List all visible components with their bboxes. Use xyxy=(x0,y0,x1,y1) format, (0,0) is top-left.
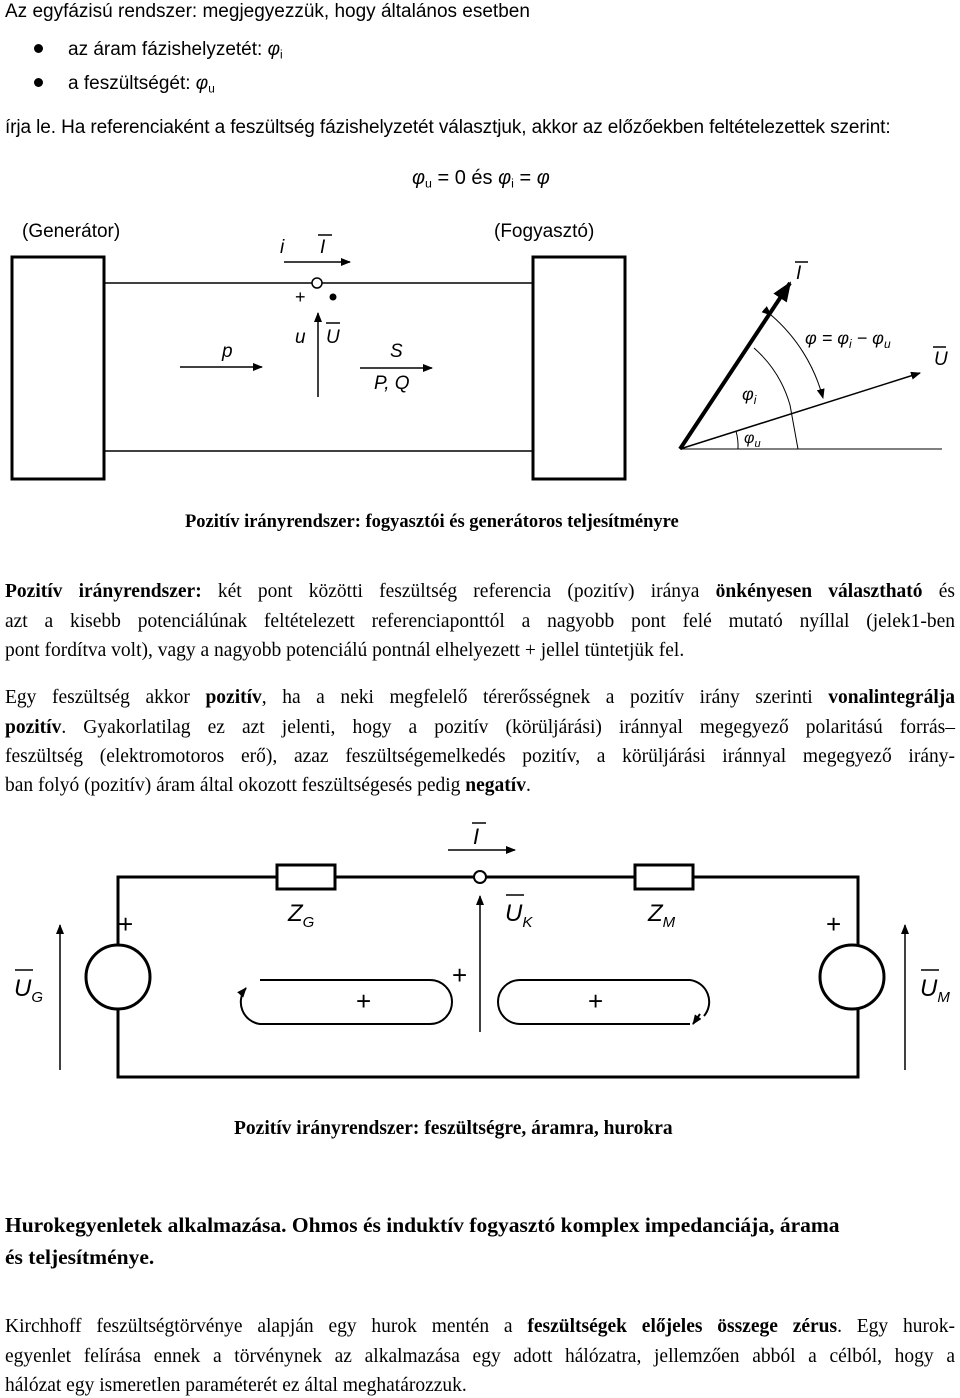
node-dot xyxy=(329,293,337,301)
phi-formula: φ = φi − φu xyxy=(805,328,891,351)
intro-line: Az egyfázisú rendszer: megjegyezzük, hog… xyxy=(5,1,530,22)
paragraph-line: Egy feszültség akkor pozitív, ha a neki … xyxy=(5,686,955,708)
current-i-label: i xyxy=(280,237,285,258)
loop-circuit-figure: I ZG ZM UK UG UM + + + + + xyxy=(14,822,950,1079)
bullet-dot xyxy=(34,44,43,53)
phi-u-arc xyxy=(735,430,739,450)
power-direction-figure: (Generátor) (Fogyasztó) i I + u U p S P,… xyxy=(10,221,948,481)
node-terminal xyxy=(473,870,487,884)
phasor-I-label: I xyxy=(796,263,802,284)
bullet-item: a feszültségét: φu xyxy=(68,73,215,96)
ZM-label: ZM xyxy=(647,900,676,931)
generator-source xyxy=(84,943,152,1011)
plus-sign: + xyxy=(356,986,371,1016)
voltage-U-label: U xyxy=(326,327,340,348)
node-terminal xyxy=(311,277,323,289)
ZG-label: ZG xyxy=(287,900,315,931)
generator-label: (Generátor) xyxy=(22,221,120,242)
circuit-loop xyxy=(116,875,860,1079)
bullet-dot xyxy=(34,78,43,87)
bullet-item: az áram fázishelyzetét: φi xyxy=(68,39,283,62)
plus-sign: + xyxy=(826,909,841,939)
phi-u-label: φu xyxy=(744,430,761,450)
paragraph-line: azt a kisebb potenciálúnak feltételezett… xyxy=(5,610,955,632)
paragraph-line: hálózat egy ismeretlen paraméterét ez ál… xyxy=(5,1374,467,1396)
phasor-U xyxy=(679,371,921,450)
paragraph-line: feszültség (elektromotoros erő), azaz fe… xyxy=(5,745,955,767)
plus-sign: + xyxy=(588,986,603,1016)
phi-i-label: φi xyxy=(742,384,757,407)
UM-label: UM xyxy=(920,975,950,1006)
paragraph-line: ban folyó (pozitív) áram által okozott f… xyxy=(5,774,531,796)
S-label: S xyxy=(390,341,403,362)
formula: φu = 0 és φi = φ xyxy=(412,167,550,191)
paragraph-line: Kirchhoff feszültségtörvénye alapján egy… xyxy=(5,1315,955,1337)
caption: Pozitív irányrendszer: feszültségre, ára… xyxy=(234,1118,673,1139)
UG-label: UG xyxy=(14,975,43,1006)
paragraph-line: pont fordítva volt), vagy a nagyobb pote… xyxy=(5,639,685,661)
intro-line: írja le. Ha referenciaként a feszültség … xyxy=(5,117,891,138)
section-heading: Hurokegyenletek alkalmazása. Ohmos és in… xyxy=(5,1213,840,1237)
ZM-impedance xyxy=(633,863,695,891)
caption: Pozitív irányrendszer: fogyasztói és gen… xyxy=(185,512,679,532)
current-I-label: I xyxy=(320,237,326,258)
plus-sign: + xyxy=(452,960,467,990)
phasor-I xyxy=(678,281,792,451)
consumer-label: (Fogyasztó) xyxy=(494,221,594,242)
UK-label: UK xyxy=(505,900,533,931)
paragraph-line: egyenlet felírása ennek a törvénynek az … xyxy=(5,1345,955,1367)
loop-arrowhead xyxy=(692,1013,702,1025)
ZG-impedance xyxy=(275,863,337,891)
loop-arrow-left xyxy=(237,979,453,1025)
p-label: p xyxy=(221,341,233,362)
consumer-source xyxy=(818,943,886,1011)
phi-arc xyxy=(761,306,825,399)
voltage-u-label: u xyxy=(295,327,306,348)
plus-sign: + xyxy=(118,909,133,939)
paragraph-line: Pozitív irányrendszer: két pont közötti … xyxy=(5,580,955,602)
phi-i-arc xyxy=(753,347,799,450)
PQ-label: P, Q xyxy=(374,373,410,394)
phasor-U-label: U xyxy=(934,349,948,370)
section-heading: és teljesítménye. xyxy=(5,1245,155,1269)
paragraph-line: pozitív. Gyakorlatilag ez azt jelenti, h… xyxy=(5,716,955,738)
consumer-box xyxy=(531,255,627,481)
generator-box xyxy=(10,255,106,481)
plus-sign: + xyxy=(295,287,306,307)
loop-arrow-right xyxy=(497,979,711,1025)
current-I-label: I xyxy=(473,824,479,849)
